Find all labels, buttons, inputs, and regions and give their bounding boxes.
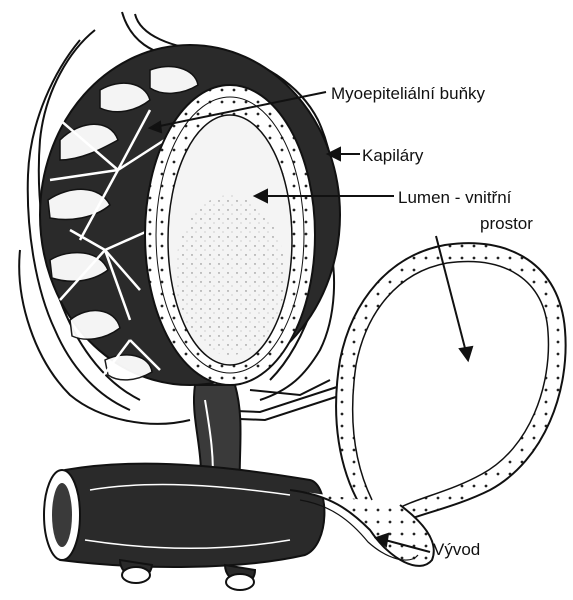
duct-coil [290, 243, 566, 566]
label-myoepithelial-cells: Myoepiteliální buňky [331, 84, 485, 104]
label-capillaries: Kapiláry [362, 146, 423, 166]
label-duct: Vývod [433, 540, 480, 560]
horizontal-vessel [44, 464, 324, 590]
label-lumen-line2: prostor [480, 214, 533, 234]
label-lumen-line1: Lumen - vnitřní [398, 188, 511, 208]
secretory-coil [40, 45, 340, 385]
